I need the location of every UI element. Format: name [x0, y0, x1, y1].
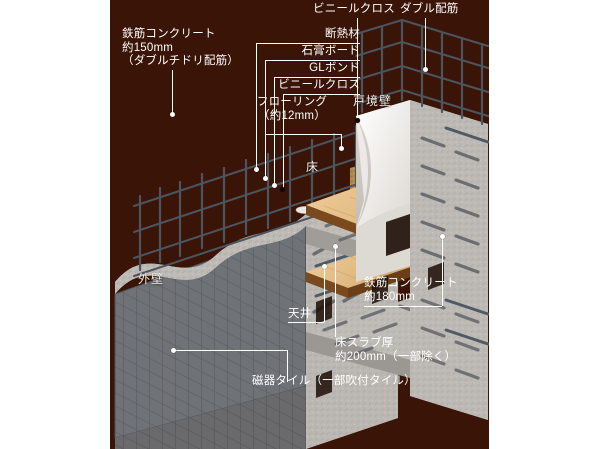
leader-slab-v [335, 247, 336, 337]
leader-dot-gypsum [263, 176, 268, 181]
callout-rc180-line2: 約180mm [364, 290, 416, 303]
diagram-panel: 鉄筋コンクリート 約150mm （ダブルチドリ配筋） 断熱材 石膏ボード GLボ… [110, 0, 489, 449]
leader-glbond-v [274, 77, 275, 185]
leader-dot-glbond [272, 183, 277, 188]
callout-gl-bond: GLボンド [309, 62, 360, 74]
leader-dot-flooring [339, 146, 344, 151]
leader-rc150 [172, 70, 173, 114]
leader-gypsum-h [265, 60, 360, 61]
callout-ceiling: 天井 [288, 308, 312, 320]
callout-rc150-line3: （ダブルチドリ配筋） [122, 55, 239, 67]
callout-floor-slab: 床スラブ厚 約200mm（一部除く） [335, 337, 456, 364]
structure-cutaway-illustration [110, 0, 489, 449]
callout-flooring-line1: フローリング [256, 96, 328, 108]
callout-vinyl-cloth-left: ビニールクロス [278, 79, 360, 91]
leader-tile-h [173, 350, 287, 351]
leader-vinyl-left-h [283, 94, 360, 95]
figure-label-floor: 床 [306, 160, 320, 174]
leader-insulation-v [256, 43, 257, 169]
callout-floor-slab-line1: 床スラブ厚 [335, 337, 394, 349]
callout-rc180-line1: 鉄筋コンクリート [364, 277, 458, 289]
callout-vinyl-cloth-right: ビニールクロス [313, 3, 395, 15]
callout-gypsum-board: 石膏ボード [301, 45, 360, 57]
leader-glbond-h [274, 77, 360, 78]
leader-double-rebar [425, 18, 426, 69]
callout-rc180: 鉄筋コンクリート 約180mm [364, 277, 458, 304]
leader-flooring-v [341, 134, 342, 148]
leader-dot-vinyl-right [355, 118, 360, 123]
leader-dot-vinyl-left [280, 187, 285, 192]
callout-rc150-line1: 鉄筋コンクリート [122, 28, 216, 40]
leader-dot-slab [333, 244, 338, 249]
leader-gypsum-v [265, 60, 266, 178]
callout-flooring-line2: （約12mm） [258, 109, 326, 122]
leader-dot-insulation [254, 167, 259, 172]
callout-flooring: フローリング （約12mm） [240, 96, 344, 123]
leader-dot-double-rebar [423, 67, 428, 72]
figure-label-party-wall: 戸境壁 [353, 94, 393, 108]
leader-rc180-h [364, 306, 442, 307]
callout-rc150-line2: 約150mm [122, 41, 174, 54]
leader-dot-tile [171, 348, 176, 353]
leader-flooring-h [266, 134, 341, 135]
leader-dot-rc180 [440, 234, 445, 239]
callout-porcelain-tile: 磁器タイル（一部吹付タイル） [252, 375, 416, 387]
leader-ceiling-v [324, 268, 325, 322]
callout-double-rebar: ダブル配筋 [400, 3, 459, 15]
callout-insulation: 断熱材 [324, 28, 360, 40]
callout-rc150: 鉄筋コンクリート 約150mm （ダブルチドリ配筋） [122, 28, 239, 69]
leader-vinyl-left-v [283, 94, 284, 188]
leader-ceiling-h [288, 322, 324, 323]
leader-tile-v [287, 350, 288, 382]
leader-dot-rc150 [170, 112, 175, 117]
callout-floor-slab-line2: 約200mm（一部除く） [335, 350, 457, 363]
leader-insulation-h [256, 43, 360, 44]
leader-rc180-v [442, 238, 443, 306]
leader-vinyl-right [357, 18, 358, 120]
leader-dot-ceiling [322, 264, 327, 269]
figure-label-exterior-wall: 外壁 [138, 272, 165, 286]
